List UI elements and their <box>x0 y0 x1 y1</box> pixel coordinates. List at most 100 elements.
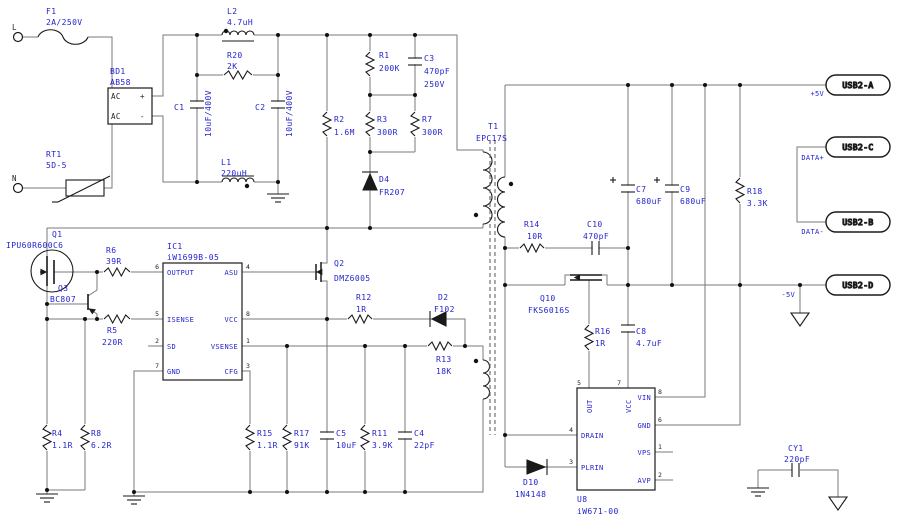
ic1-pin-asu: ASU <box>224 269 238 277</box>
bd1-pin-minus: - <box>140 112 145 121</box>
usb-port-label: USB2-C <box>842 143 873 152</box>
label-C8: C8 <box>636 327 646 336</box>
value-C9-0: 680uF <box>680 197 706 206</box>
ic1-pin-num-8: 8 <box>246 310 250 318</box>
ic1-pin-output: OUTPUT <box>167 269 195 277</box>
u8-pin-vcc: VCC <box>625 399 633 413</box>
ic1-pin-vcc: VCC <box>224 316 238 324</box>
label-R12: R12 <box>356 293 372 302</box>
value-U8-0: iW671-00 <box>577 507 619 516</box>
label-C7: C7 <box>636 185 646 194</box>
label-R5: R5 <box>107 326 117 335</box>
label-CY1: CY1 <box>788 444 804 453</box>
label-D2: D2 <box>438 293 448 302</box>
label-C4: C4 <box>414 429 424 438</box>
u8-pin-num-7: 7 <box>617 379 621 387</box>
bd1-pin-ac-0: AC <box>111 92 121 101</box>
value-D4-0: FR207 <box>379 188 405 197</box>
value-R11-0: 3.9K <box>372 441 393 450</box>
u8-pin-num-8: 8 <box>658 388 662 396</box>
value-R15-0: 1.1R <box>257 441 278 450</box>
ic1-pin-sd: SD <box>167 343 176 351</box>
label-C2: C2 <box>255 103 265 112</box>
ic1-pin-num-3: 3 <box>246 362 250 370</box>
usb-port-usb2-b[interactable]: USB2-B <box>825 211 891 233</box>
junction-dot-layer <box>45 28 802 494</box>
value-R18-0: 3.3K <box>747 199 768 208</box>
u8-pin-gnd: GND <box>637 422 651 430</box>
u8-pin-num-2: 2 <box>658 471 662 479</box>
bridge-bd1-body[interactable] <box>107 87 153 125</box>
terminal-n[interactable] <box>12 182 24 194</box>
value-R4-0: 1.1R <box>52 441 73 450</box>
value-R7-0: 300R <box>422 128 443 137</box>
u8-pin-vin: VIN <box>637 394 651 402</box>
erase-layer <box>39 32 799 472</box>
value-C5-0: 10uF <box>336 441 357 450</box>
wire-layer <box>23 34 839 497</box>
label-T1: T1 <box>488 122 498 131</box>
label-C3: C3 <box>424 54 434 63</box>
ic1-body[interactable] <box>162 262 243 381</box>
usb-port-usb2-d[interactable]: USB2-D <box>825 274 891 296</box>
value-CY1-0: 220pF <box>784 455 810 464</box>
label-L2: L2 <box>227 7 237 16</box>
value-D10-0: 1N4148 <box>515 490 546 499</box>
label-R18: R18 <box>747 187 763 196</box>
label-D4: D4 <box>379 175 389 184</box>
value-T1-0: EPC17S <box>476 134 507 143</box>
label-R16: R16 <box>595 327 611 336</box>
value-C3-1: 250V <box>424 80 445 89</box>
usb-port-label: USB2-D <box>842 281 873 290</box>
bd1-pin-plus: + <box>140 92 145 101</box>
u8-pin-num-4: 4 <box>569 426 573 434</box>
value-C2-0: 10uF/400V <box>285 90 294 137</box>
label-C10: C10 <box>587 220 603 229</box>
value-R3-0: 300R <box>377 128 398 137</box>
value-Q10-0: FKS6016S <box>528 306 570 315</box>
label-R11: R11 <box>372 429 388 438</box>
value-R6-0: 39R <box>106 257 122 266</box>
label-RT1: RT1 <box>46 150 62 159</box>
terminal-label-l: L <box>12 23 17 32</box>
value-C1-0: 10uF/400V <box>204 90 213 137</box>
usb-port-usb2-c[interactable]: USB2-C <box>825 136 891 158</box>
label-R14: R14 <box>524 220 540 229</box>
net-label-data-plus: DATA+ <box>801 154 824 162</box>
u8-pin-num-1: 1 <box>658 443 662 451</box>
net-label-p5v: +5V <box>810 90 824 98</box>
label-R17: R17 <box>294 429 310 438</box>
value-R14-0: 10R <box>527 232 543 241</box>
value-R17-0: 91K <box>294 441 310 450</box>
label-R1: R1 <box>379 51 389 60</box>
value-IC1-0: iW1699B-05 <box>167 253 219 262</box>
terminal-label-n: N <box>12 174 17 183</box>
label-Q3: Q3 <box>58 284 68 293</box>
terminal-l[interactable] <box>12 31 24 43</box>
ic1-pin-gnd: GND <box>167 368 181 376</box>
usb-port-label: USB2-A <box>842 81 873 90</box>
u8-pin-num-3: 3 <box>569 458 573 466</box>
bd1-pin-ac-1: AC <box>111 112 121 121</box>
label-R20: R20 <box>227 51 243 60</box>
label-Q2: Q2 <box>334 259 344 268</box>
label-C9: C9 <box>680 185 690 194</box>
usb-port-usb2-a[interactable]: USB2-A <box>825 74 891 96</box>
u8-pin-plrin: PLRIN <box>581 464 604 472</box>
interactive-bodies-layer: USB2-A USB2-C USB2-B USB2-D <box>12 31 891 491</box>
value-C8-0: 4.7uF <box>636 339 662 348</box>
value-C10-0: 470pF <box>583 232 609 241</box>
label-R3: R3 <box>377 115 387 124</box>
label-L1: L1 <box>221 158 231 167</box>
u8-body[interactable] <box>576 387 656 491</box>
label-R15: R15 <box>257 429 273 438</box>
net-label-data-minus: DATA- <box>801 228 824 236</box>
ic1-pin-isense: ISENSE <box>167 316 194 324</box>
label-C5: C5 <box>336 429 346 438</box>
value-R5-0: 220R <box>102 338 123 347</box>
label-R2: R2 <box>334 115 344 124</box>
ic1-pin-num-6: 6 <box>155 263 159 271</box>
label-BD1: BD1 <box>110 67 126 76</box>
value-RT1-0: 5D-5 <box>46 161 67 170</box>
value-R20-0: 2K <box>227 62 237 71</box>
